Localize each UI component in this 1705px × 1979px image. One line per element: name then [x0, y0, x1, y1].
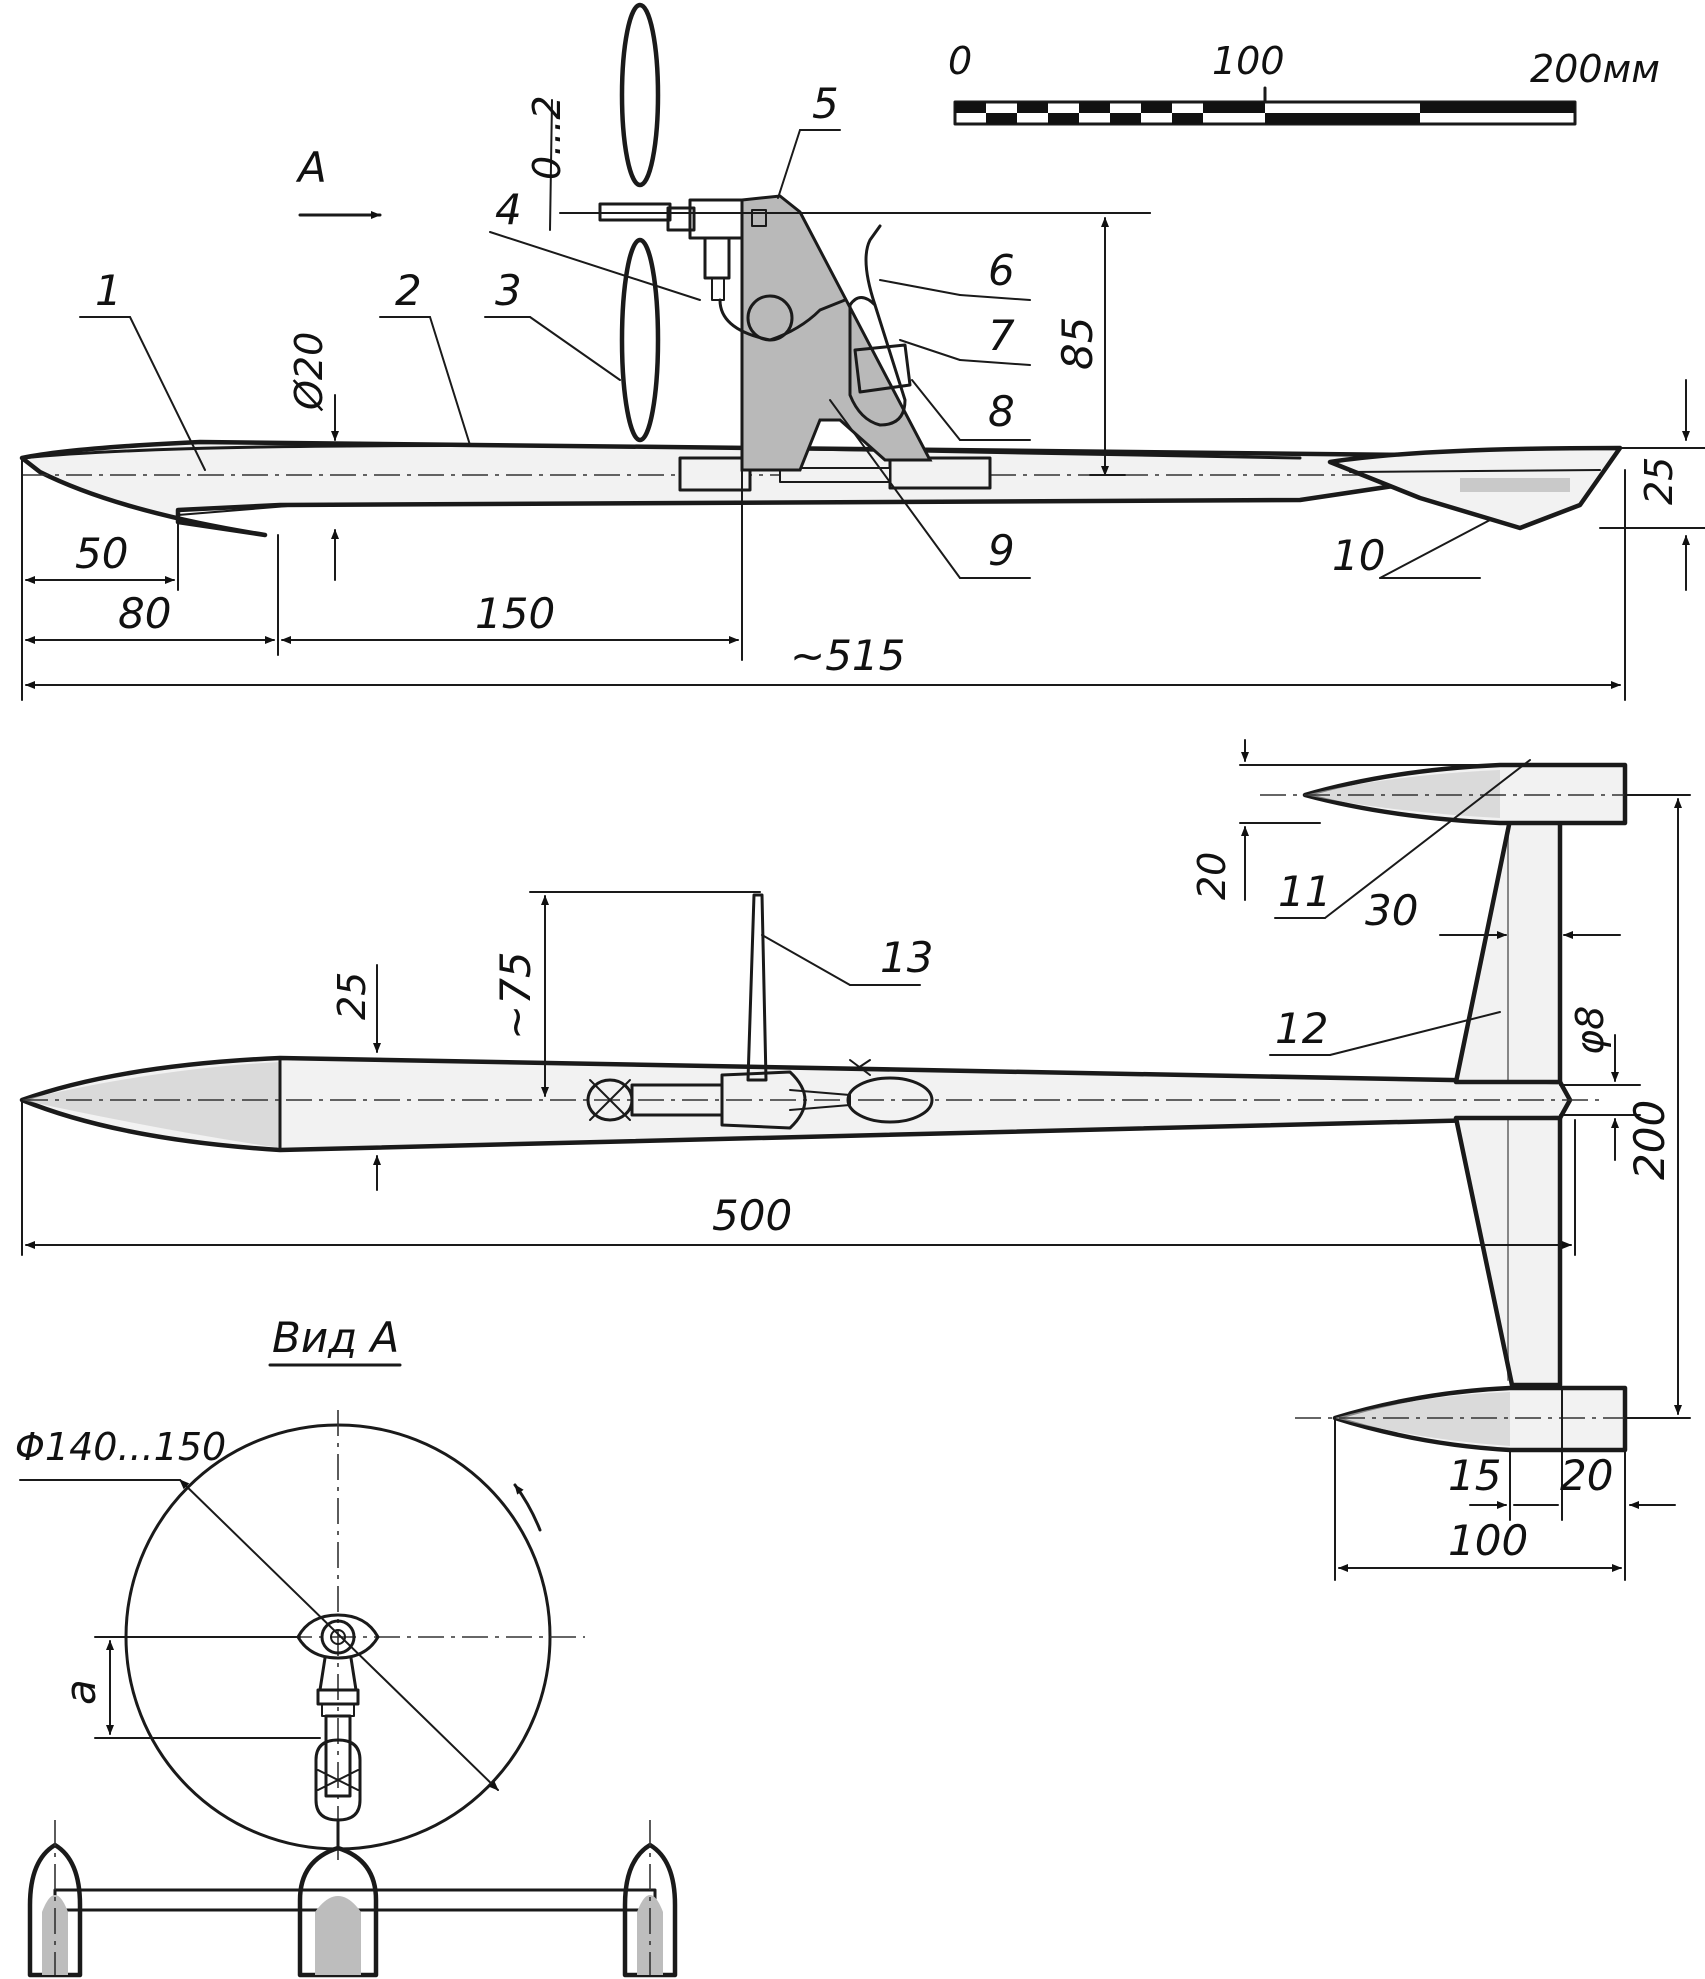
part-label-8: 8: [988, 387, 1015, 436]
dim-overall-515: ~515: [790, 631, 905, 680]
scale-tick-200mm: 200мм: [1530, 47, 1660, 91]
dim-float-20: 20: [1190, 852, 1234, 900]
top-fuel-tank: [846, 1059, 934, 1124]
view-a-prop-diameter: Φ140...150: [15, 1425, 226, 1469]
part-label-5: 5: [812, 79, 839, 128]
view-a-engine: [296, 1613, 380, 1850]
part-label-1: 1: [95, 266, 122, 315]
side-engine: [666, 198, 847, 342]
dim-height-85: 85: [1053, 317, 1102, 370]
dim-strut-30: 30: [1365, 886, 1418, 935]
part-label-11: 11: [1278, 867, 1331, 916]
scale-bar: 0 100 200мм: [948, 39, 1660, 126]
scale-bar-segments: [955, 86, 1575, 124]
view-a-offset-label: a: [56, 1679, 105, 1705]
dim-150: 150: [475, 589, 555, 638]
view-a-title: Вид А: [272, 1313, 399, 1362]
side-view: A 1 2 3 4 5 6 7 8: [19, 2, 1705, 701]
dim-50: 50: [75, 529, 128, 578]
view-a-arrow-label: A: [295, 143, 327, 192]
top-part-labels: 11 12 13: [761, 759, 1531, 1056]
view-a: Вид А Φ140...150 a: [15, 1313, 678, 1978]
dim-rod-phi8: φ8: [1568, 1006, 1612, 1055]
dim-float-height-25: 25: [1637, 457, 1681, 505]
side-part-labels: 1 2 3 4 5 6 7 8 9: [79, 79, 1491, 580]
side-pylon: [740, 194, 933, 472]
part-label-3: 3: [495, 266, 522, 315]
part-label-12: 12: [1275, 1004, 1328, 1053]
view-a-float-center: [297, 1845, 379, 1978]
dim-hull-diameter: Ø20: [287, 332, 331, 412]
side-propeller: [569, 2, 691, 443]
part-label-13: 13: [880, 933, 933, 982]
scale-tick-0: 0: [948, 39, 972, 83]
dim-pylon-75: ~75: [491, 951, 540, 1040]
dim-float-100: 100: [1448, 1516, 1528, 1565]
top-view: 11 12 13 25 ~75 20 30 φ8: [19, 739, 1691, 1581]
part-label-10: 10: [1332, 531, 1385, 580]
dim-prop-offset: 0...2: [525, 95, 569, 180]
part-label-2: 2: [395, 266, 422, 315]
dim-20: 20: [1560, 1451, 1613, 1500]
dim-80: 80: [118, 589, 171, 638]
dim-15: 15: [1448, 1451, 1501, 1500]
part-label-9: 9: [988, 526, 1015, 575]
part-label-6: 6: [988, 246, 1015, 295]
part-label-7: 7: [988, 311, 1015, 360]
dim-top-width-25: 25: [330, 972, 374, 1020]
scale-tick-100: 100: [1212, 39, 1285, 83]
top-engine: [586, 1070, 851, 1130]
dim-track-200: 200: [1625, 1100, 1674, 1180]
side-hull: [19, 439, 1533, 538]
part-label-4: 4: [495, 185, 522, 234]
dim-length-500: 500: [712, 1191, 792, 1240]
side-fuel-tank: [848, 224, 912, 427]
